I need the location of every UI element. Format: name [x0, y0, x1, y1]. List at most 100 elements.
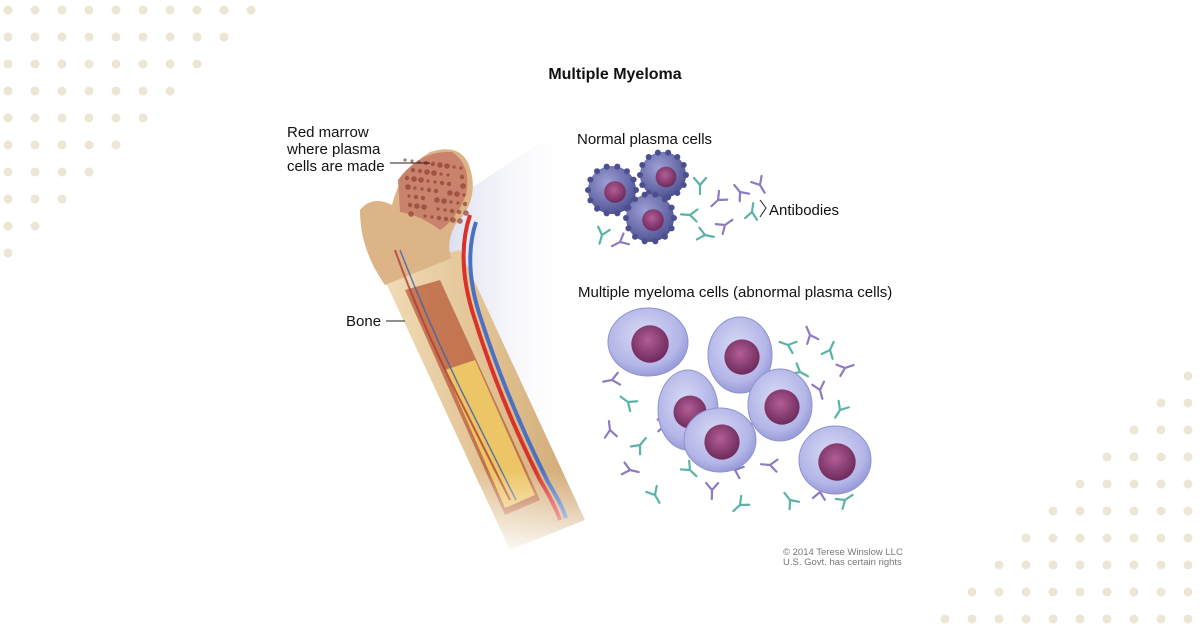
cell-bump [587, 176, 594, 183]
decorative-dot [1102, 452, 1112, 462]
decorative-dot [1048, 533, 1058, 543]
antibody [710, 189, 729, 208]
decorative-dot [165, 5, 175, 15]
decorative-dot [3, 5, 13, 15]
marrow-pore [413, 186, 417, 190]
label-bone: Bone [346, 313, 382, 330]
cell-bump [585, 187, 591, 193]
cell-bump [639, 181, 646, 188]
antibody [834, 493, 854, 510]
antibody [732, 494, 751, 513]
decorative-dot [3, 113, 13, 123]
decorative-dot [3, 221, 13, 231]
cell-bump [665, 149, 672, 156]
decorative-dot [1156, 398, 1166, 408]
decorative-dot [1048, 614, 1058, 624]
decorative-dot [3, 86, 13, 96]
decorative-dot [1075, 560, 1085, 570]
cell-bump [639, 162, 646, 169]
antibody [834, 399, 850, 419]
spongy-marrow [403, 158, 469, 224]
decorative-dot [1156, 533, 1166, 543]
decorative-dot [1129, 587, 1139, 597]
decorative-dot [1075, 587, 1085, 597]
cell-bump [633, 187, 639, 193]
marrow-pore [433, 188, 439, 194]
decorative-dot [1075, 533, 1085, 543]
antibody [811, 380, 826, 400]
marrow-pore [417, 168, 423, 174]
cell-bump [668, 225, 675, 232]
marrow-pore [421, 204, 427, 210]
decorative-dot [192, 32, 202, 42]
myeloma-cells [607, 307, 872, 495]
decorative-dot [3, 140, 13, 150]
decorative-dot [138, 5, 148, 15]
decorative-dot [57, 86, 67, 96]
marrow-pore [426, 187, 432, 193]
antibody [714, 218, 734, 236]
cell-nucleus [655, 166, 677, 188]
decorative-dot [1129, 533, 1139, 543]
decorative-dot [84, 140, 94, 150]
cell-nucleus [818, 443, 856, 481]
cell-bump [623, 168, 630, 175]
marrow-pore [456, 209, 462, 215]
antibody-shape [692, 176, 708, 196]
normal-plasma-cells [585, 149, 689, 245]
cell-bump [632, 233, 639, 240]
decorative-dot [111, 113, 121, 123]
decorative-dot [84, 167, 94, 177]
cell-bump [594, 205, 601, 212]
decorative-dot [1075, 506, 1085, 516]
marrow-pore [436, 207, 440, 211]
antibody [619, 395, 639, 413]
cell-bump [661, 196, 668, 203]
decorative-dot [57, 32, 67, 42]
cell-bump [661, 233, 668, 240]
cell-bump [680, 162, 687, 169]
marrow-pore [449, 208, 455, 214]
antibody [679, 459, 698, 478]
label-red-marrow-line1: Red marrow [287, 124, 369, 141]
cell-bump [623, 215, 629, 221]
antibody-shape [610, 232, 631, 248]
antibody [695, 226, 715, 241]
decorative-dot [111, 5, 121, 15]
marrow-pore [446, 181, 452, 187]
cell-bump [683, 172, 689, 178]
decorative-dot [1183, 560, 1193, 570]
decorative-dot [111, 32, 121, 42]
decorative-dot [1102, 587, 1112, 597]
marrow-pore [426, 179, 430, 183]
antibody-shape [835, 363, 855, 378]
cell-bump [641, 191, 648, 198]
decorative-dot [1183, 506, 1193, 516]
decorative-dots-bottom-right [940, 371, 1193, 624]
decorative-dot [1021, 560, 1031, 570]
decorative-dot [1183, 614, 1193, 624]
decorative-dot [57, 59, 67, 69]
marrow-pore [449, 200, 453, 204]
decorative-dot [1156, 452, 1166, 462]
cell-bump [652, 191, 659, 198]
normal-plasma-cell [623, 191, 677, 245]
decorative-dot [1183, 425, 1193, 435]
antibody [820, 340, 835, 360]
decorative-dot [994, 614, 1004, 624]
cell-bump [674, 154, 681, 161]
antibody [629, 437, 647, 456]
decorative-dot [57, 140, 67, 150]
decorative-dot [1021, 587, 1031, 597]
decorative-dot [1156, 425, 1166, 435]
antibody [610, 232, 631, 248]
antibody-shape [759, 458, 779, 473]
label-red-marrow-line3: cells are made [287, 158, 385, 175]
marrow-pore [430, 215, 434, 219]
decorative-dot [111, 59, 121, 69]
myeloma-cell [798, 425, 872, 495]
decorative-dot [219, 5, 229, 15]
decorative-dot [111, 86, 121, 96]
marrow-pore [447, 190, 453, 196]
